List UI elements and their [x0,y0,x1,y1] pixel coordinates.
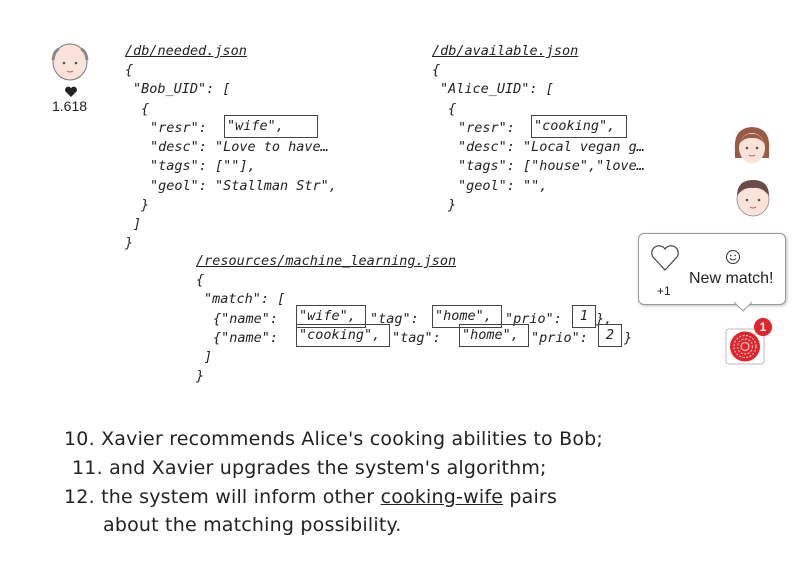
alice-geol: "geol": "", [458,178,548,194]
match-row-2-prio-key: "prio": [531,330,597,346]
step-12: 12. the system will inform other cooking… [64,486,557,508]
bob-desc: "desc": "Love to have… [150,139,329,155]
step-12-line-2: about the matching possibility. [103,514,402,536]
alice-desc: "desc": "Local vegan g… [458,139,645,155]
match-row-1-close: }, [596,311,613,327]
resources-file-path: /resources/machine_learning.json [196,253,457,269]
alice-obj-open: { [448,101,457,117]
match-row-2-name: "cooking", [296,324,390,347]
resources-brace-open: { [196,272,205,288]
notification-badge: 1 [754,318,772,336]
step-12-text-post: pairs [503,486,558,508]
alice-brace-open: { [432,62,441,78]
step-11-number: 11. [72,457,103,479]
smiley-icon [726,250,740,264]
match-row-1-prio-key: "prio": [505,311,571,327]
bob-arr-close: ] [133,216,142,232]
bob-brace-open: { [125,62,134,78]
match-count: +1 [657,284,671,298]
match-row-2-open: {"name": [213,330,287,346]
heart-outline-icon[interactable] [650,244,680,272]
heart-filled-icon [65,86,77,97]
step-12-link[interactable]: cooking-wife [380,486,504,508]
match-row-2-tag: "home", [459,324,529,347]
alice-avatar [734,127,770,163]
match-row-1-name: "wife", [296,305,366,328]
alice-uid-key: "Alice_UID": [ [440,81,554,97]
match-row-2-tag-key: "tag": [392,330,449,346]
bob-tags: "tags": [""], [150,158,256,174]
bob-geol: "geol": "Stallman Str", [150,178,337,194]
match-row-2-prio: 2 [598,324,622,347]
bob-avatar [51,43,89,81]
step-12-text-pre: the system will inform other [101,486,381,508]
xavier-avatar [736,180,770,217]
bob-brace-close: } [125,235,134,251]
app-icon[interactable] [725,325,767,365]
bob-obj-open: { [141,101,150,117]
resources-match-key: "match": [ [204,291,286,307]
match-row-1-prio: 1 [572,305,596,328]
match-notification[interactable] [638,233,786,305]
notification-arrow [734,302,752,312]
step-12-number: 12. [64,486,95,508]
bob-obj-close: } [141,197,150,213]
new-match-label: New match! [689,270,774,287]
alice-tags: "tags": ["house","love… [458,158,645,174]
bob-file-path: /db/needed.json [125,43,247,59]
match-row-2-close: } [624,330,633,346]
alice-file-path: /db/available.json [432,43,579,59]
step-10-text: Xavier recommends Alice's cooking abilit… [101,428,604,450]
bob-resr-value: "wife", [224,115,318,138]
match-row-1-open: {"name": [213,311,287,327]
match-row-1-tag: "home", [432,305,502,328]
step-10: 10. Xavier recommends Alice's cooking ab… [64,428,603,450]
match-row-1-tag-key: "tag": [370,311,427,327]
step-11: 11. and Xavier upgrades the system's alg… [72,457,547,479]
resources-brace-close: } [196,368,205,384]
step-10-number: 10. [64,428,95,450]
alice-resr-value: "cooking", [531,115,627,138]
alice-obj-close: } [448,197,457,213]
bob-uid-key: "Bob_UID": [ [133,81,231,97]
bob-score: 1.618 [52,98,88,114]
resources-arr-close: ] [204,349,213,365]
step-11-text: and Xavier upgrades the system's algorit… [109,457,547,479]
bob-resr-key: "resr": [150,120,216,136]
alice-resr-key: "resr": [458,120,524,136]
